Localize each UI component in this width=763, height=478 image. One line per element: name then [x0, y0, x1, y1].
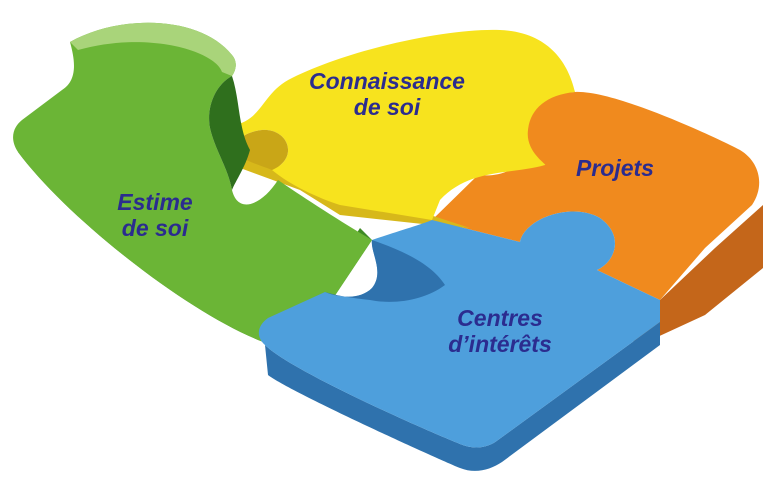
piece-centres-top	[258, 211, 660, 448]
label-centres-line2: d’intérêts	[448, 331, 552, 357]
piece-centres-side	[265, 322, 660, 471]
piece-projets	[432, 91, 763, 345]
piece-estime-top	[13, 22, 373, 348]
piece-projets-side	[432, 205, 763, 345]
label-connaissance-line1: Connaissance	[309, 68, 465, 94]
label-estime-line1: Estime	[117, 189, 193, 215]
piece-estime	[13, 22, 373, 348]
piece-centres-notch	[325, 240, 445, 302]
piece-estime-top-edge	[70, 22, 236, 76]
label-centres-d-interets: Centres d’intérêts	[415, 305, 585, 357]
piece-connaissance-notch-shadow	[232, 129, 289, 170]
piece-estime-notch	[209, 76, 250, 190]
piece-connaissance-top	[232, 29, 575, 220]
piece-projets-top	[432, 91, 760, 300]
label-projets: Projets	[560, 155, 670, 181]
label-centres-line1: Centres	[457, 305, 543, 331]
piece-connaissance	[232, 29, 575, 228]
piece-centres	[258, 211, 660, 471]
label-connaissance-line2: de soi	[353, 94, 421, 120]
label-projets-line1: Projets	[576, 155, 654, 181]
label-connaissance-de-soi: Connaissance de soi	[282, 68, 492, 120]
label-estime-line2: de soi	[121, 215, 189, 241]
label-estime-de-soi: Estime de soi	[100, 189, 210, 241]
